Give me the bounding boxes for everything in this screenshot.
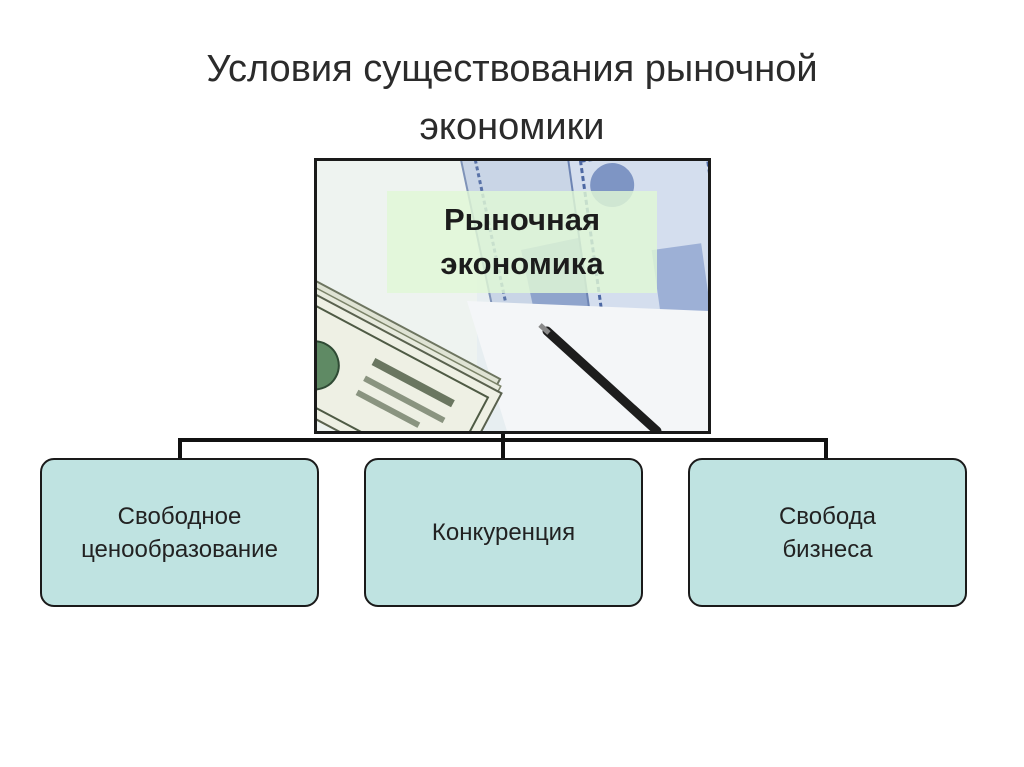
central-label-line-1: Рыночная [443,202,601,237]
central-image: Рыночная экономика [314,158,711,434]
box-2-line-1: Конкуренция [431,519,576,546]
central-label: Рыночная экономика [387,191,657,293]
title-line-1: Условия существования рыночной [206,48,818,90]
box-3-line-2: бизнеса [782,535,873,563]
central-label-line-2: экономика [440,246,604,281]
title-line-2: экономики [419,106,605,148]
box-1-line-2: ценообразование [81,535,278,563]
box-free-pricing: Свободное ценообразование [40,458,319,607]
box-1-line-1: Свободное [117,502,242,530]
box-3-line-1: Свобода [778,502,877,530]
slide-title: Условия существования рыночной экономики [100,40,924,156]
box-competition: Конкуренция [364,458,643,607]
box-business-freedom: Свобода бизнеса [688,458,967,607]
